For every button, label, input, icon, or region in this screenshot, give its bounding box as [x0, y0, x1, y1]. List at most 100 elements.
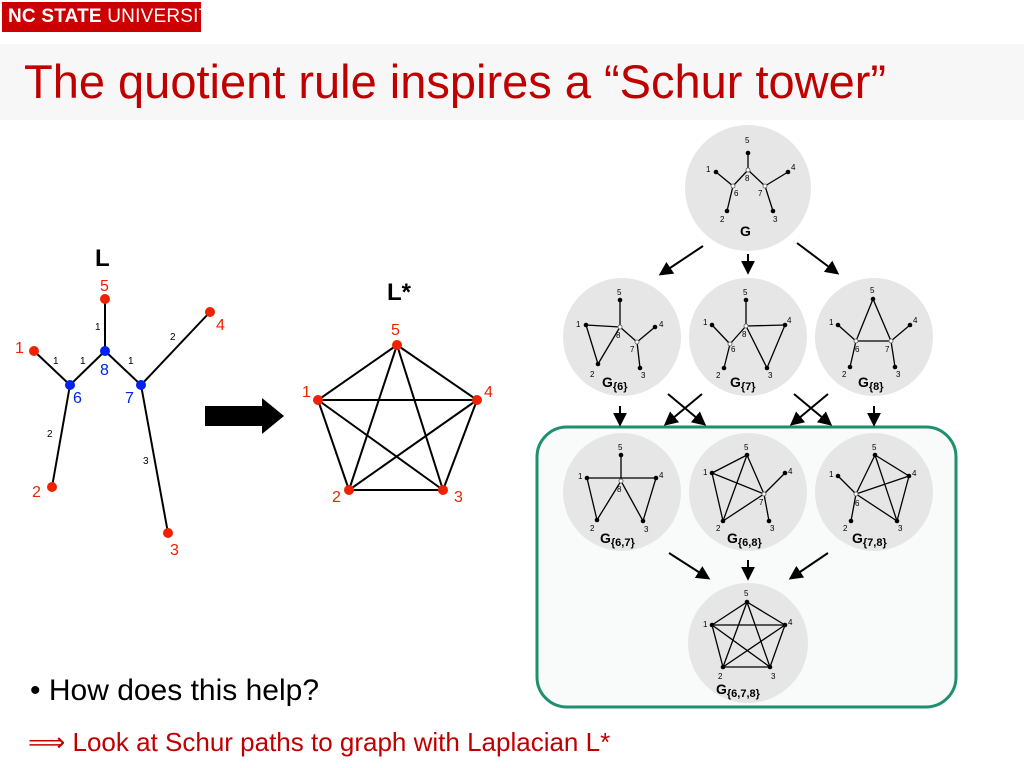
tower-node-G678: 5 1 4 2 3 G{6,7,8}: [688, 583, 808, 703]
svg-text:2: 2: [170, 332, 176, 343]
university-logo: NC STATE UNIVERSITY: [2, 2, 223, 32]
svg-text:4: 4: [787, 316, 792, 325]
tower-node-G67: 5 1 4 2 3 8 G{6,7}: [563, 433, 681, 551]
svg-text:6: 6: [855, 345, 860, 354]
tower-arrows-1: [658, 242, 840, 276]
svg-text:3: 3: [896, 370, 901, 379]
svg-text:8: 8: [617, 485, 622, 494]
svg-text:1: 1: [706, 165, 711, 174]
svg-text:5: 5: [745, 136, 750, 145]
svg-text:5: 5: [743, 288, 748, 297]
svg-text:1: 1: [576, 320, 581, 329]
svg-text:8: 8: [745, 174, 750, 183]
svg-text:5: 5: [618, 443, 623, 452]
svg-text:2: 2: [47, 429, 53, 440]
title-band: [0, 44, 1024, 120]
svg-text:4: 4: [788, 467, 793, 476]
svg-text:8: 8: [100, 362, 109, 379]
svg-text:3: 3: [770, 524, 775, 533]
svg-text:1: 1: [302, 384, 311, 401]
svg-text:1: 1: [703, 318, 708, 327]
svg-text:2: 2: [590, 370, 595, 379]
graph-L: L 5 1 4 2 3 8 6 7: [15, 245, 225, 559]
tower-node-G68: 5 1 4 2 3 7 G{6,8}: [689, 433, 807, 551]
svg-text:7: 7: [125, 390, 134, 407]
svg-text:2: 2: [590, 524, 595, 533]
svg-text:4: 4: [912, 469, 917, 478]
svg-text:5: 5: [744, 443, 749, 452]
svg-text:3: 3: [170, 542, 179, 559]
svg-text:4: 4: [216, 317, 225, 334]
svg-text:4: 4: [484, 384, 493, 401]
svg-text:G: G: [740, 223, 751, 239]
svg-text:4: 4: [659, 471, 664, 480]
svg-text:4: 4: [788, 618, 793, 627]
svg-text:3: 3: [768, 371, 773, 380]
tower-node-G78: 5 1 4 2 3 6 G{7,8}: [815, 433, 933, 551]
svg-text:5: 5: [872, 443, 877, 452]
svg-text:1: 1: [80, 356, 86, 367]
svg-text:3: 3: [898, 524, 903, 533]
svg-text:2: 2: [718, 672, 723, 681]
svg-text:5: 5: [744, 589, 749, 598]
svg-text:3: 3: [773, 215, 778, 224]
svg-text:3: 3: [771, 672, 776, 681]
svg-text:5: 5: [391, 322, 400, 339]
slide-title: The quotient rule inspires a “Schur towe…: [24, 55, 887, 108]
svg-text:2: 2: [716, 524, 721, 533]
svg-text:5: 5: [100, 278, 109, 295]
svg-text:7: 7: [758, 189, 763, 198]
svg-text:G{7}: G{7}: [730, 374, 756, 393]
svg-text:2: 2: [332, 489, 341, 506]
implies-statement: ⟹ Look at Schur paths to graph with Lapl…: [28, 727, 611, 757]
graph-Lstar-label: L*: [387, 279, 412, 306]
svg-text:3: 3: [641, 371, 646, 380]
svg-text:4: 4: [659, 320, 664, 329]
svg-text:1: 1: [53, 356, 59, 367]
svg-text:3: 3: [644, 525, 649, 534]
tower-node-G7: 5 1 4 2 3 8 6 G{7}: [689, 278, 807, 396]
svg-text:7: 7: [885, 345, 890, 354]
svg-text:1: 1: [578, 472, 583, 481]
svg-text:3: 3: [454, 489, 463, 506]
graph-L-blue-nodes: [65, 346, 146, 390]
svg-text:G{6,7}: G{6,7}: [600, 530, 635, 549]
svg-text:4: 4: [913, 316, 918, 325]
graph-L-red-nodes: [29, 294, 215, 538]
svg-text:1: 1: [128, 356, 134, 367]
svg-text:2: 2: [843, 524, 848, 533]
svg-text:G{8}: G{8}: [858, 374, 884, 393]
svg-text:6: 6: [731, 345, 736, 354]
svg-text:4: 4: [791, 163, 796, 172]
svg-text:1: 1: [95, 322, 101, 333]
svg-text:5: 5: [617, 288, 622, 297]
svg-text:2: 2: [716, 371, 721, 380]
tower-node-G8: 5 1 4 2 3 6 7 G{8}: [815, 278, 933, 396]
graph-L-label: L: [95, 245, 110, 272]
svg-text:1: 1: [703, 620, 708, 629]
right-arrow-icon: [205, 398, 284, 434]
svg-text:1: 1: [829, 470, 834, 479]
svg-text:1: 1: [703, 468, 708, 477]
svg-text:1: 1: [829, 318, 834, 327]
svg-text:6: 6: [855, 499, 860, 508]
svg-text:6: 6: [73, 390, 82, 407]
svg-text:7: 7: [630, 345, 635, 354]
svg-text:5: 5: [870, 286, 875, 295]
svg-text:2: 2: [842, 370, 847, 379]
svg-text:3: 3: [143, 456, 149, 467]
svg-text:7: 7: [759, 498, 764, 507]
svg-text:8: 8: [742, 330, 747, 339]
svg-text:2: 2: [720, 215, 725, 224]
tower-arrows-2: [613, 393, 881, 427]
implies-icon: ⟹: [28, 727, 66, 757]
svg-text:2: 2: [32, 484, 41, 501]
svg-text:6: 6: [734, 189, 739, 198]
svg-text:G{7,8}: G{7,8}: [852, 530, 887, 549]
svg-text:G{6}: G{6}: [602, 374, 628, 393]
tower-arrows-3: [668, 552, 829, 581]
svg-text:1: 1: [15, 340, 24, 357]
graph-Lstar: L* 5 1 4 2 3: [302, 279, 493, 506]
tower-node-G: 5 1 4 2 3 8 6 7 G: [685, 125, 811, 251]
